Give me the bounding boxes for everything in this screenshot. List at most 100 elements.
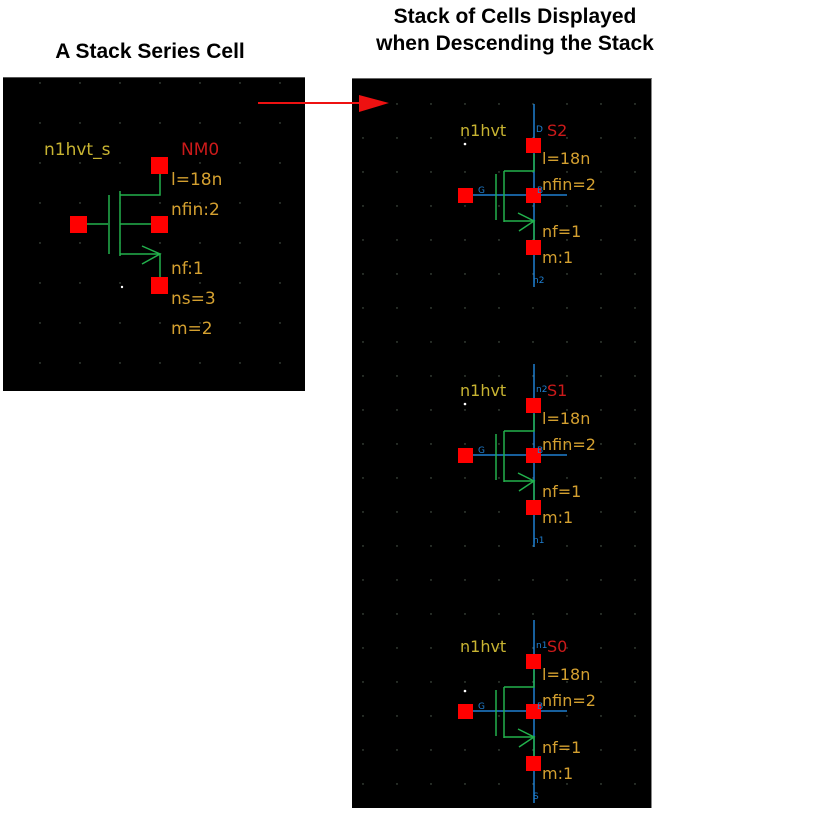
- bulk-pin[interactable]: [526, 188, 541, 203]
- grid-dot: [498, 239, 500, 241]
- grid-dot: [566, 409, 568, 411]
- grid-dot: [464, 137, 466, 139]
- grid-dot: [566, 477, 568, 479]
- instance-name-label: S0: [547, 637, 567, 656]
- grid-dot: [600, 749, 602, 751]
- param-length: l=18n: [542, 149, 590, 168]
- grid-dot: [239, 82, 241, 84]
- drain-pin[interactable]: [526, 398, 541, 413]
- grid-dot: [362, 341, 364, 343]
- grid-dot: [634, 681, 636, 683]
- grid-dot: [279, 202, 281, 204]
- grid-dot: [79, 202, 81, 204]
- source-pin[interactable]: [526, 240, 541, 255]
- source-pin[interactable]: [151, 277, 168, 294]
- grid-dot: [396, 171, 398, 173]
- param-nf: nf=1: [542, 222, 581, 241]
- grid-dot: [279, 362, 281, 364]
- grid-dot: [566, 443, 568, 445]
- grid-dot: [532, 307, 534, 309]
- grid-dot: [39, 122, 41, 124]
- grid-dot: [362, 477, 364, 479]
- gate-pin[interactable]: [70, 216, 87, 233]
- grid-dot: [600, 477, 602, 479]
- grid-dot: [600, 307, 602, 309]
- grid-dot: [362, 613, 364, 615]
- grid-dot: [396, 647, 398, 649]
- grid-dot: [498, 579, 500, 581]
- grid-dot: [600, 137, 602, 139]
- bulk-pin[interactable]: [151, 216, 168, 233]
- grid-dot: [396, 103, 398, 105]
- grid-dot: [239, 242, 241, 244]
- grid-dot: [396, 341, 398, 343]
- grid-dot: [600, 171, 602, 173]
- grid-dot: [566, 171, 568, 173]
- grid-dot: [430, 783, 432, 785]
- grid-dot: [396, 749, 398, 751]
- grid-dot: [159, 242, 161, 244]
- grid-dot: [396, 239, 398, 241]
- drain-pin[interactable]: [526, 654, 541, 669]
- stack-cells-heading-line2: when Descending the Stack: [376, 32, 654, 55]
- grid-dot: [119, 122, 121, 124]
- grid-dot: [362, 783, 364, 785]
- grid-dot: [362, 715, 364, 717]
- bulk-pin[interactable]: [526, 448, 541, 463]
- grid-dot: [39, 242, 41, 244]
- grid-dot: [634, 103, 636, 105]
- grid-dot: [566, 613, 568, 615]
- grid-dot: [430, 273, 432, 275]
- stack-cells-heading-line1: Stack of Cells Displayed: [393, 5, 637, 28]
- grid-dot: [498, 103, 500, 105]
- gate-pin[interactable]: [458, 704, 473, 719]
- grid-dot: [566, 783, 568, 785]
- drain-pin[interactable]: [151, 157, 168, 174]
- grid-dot: [199, 122, 201, 124]
- gate-net-label: G: [478, 186, 485, 196]
- grid-dot: [279, 82, 281, 84]
- param-length: l=18n: [171, 170, 222, 190]
- source-pin[interactable]: [526, 500, 541, 515]
- grid-dot: [464, 341, 466, 343]
- grid-dot: [600, 273, 602, 275]
- grid-dot: [634, 477, 636, 479]
- grid-dot: [498, 307, 500, 309]
- drain-wire: [504, 414, 535, 432]
- grid-dot: [498, 273, 500, 275]
- grid-dot: [396, 681, 398, 683]
- source-pin[interactable]: [526, 756, 541, 771]
- grid-dot: [430, 545, 432, 547]
- grid-dot: [239, 122, 241, 124]
- top-net-label: D: [536, 125, 543, 135]
- instance-name-label: S1: [547, 381, 567, 400]
- gate-pin[interactable]: [458, 448, 473, 463]
- grid-dot: [430, 375, 432, 377]
- grid-dot: [498, 137, 500, 139]
- grid-dot: [239, 202, 241, 204]
- grid-dot: [199, 242, 201, 244]
- grid-dot: [566, 579, 568, 581]
- grid-dot: [396, 443, 398, 445]
- grid-dot: [396, 783, 398, 785]
- grid-dot: [566, 137, 568, 139]
- grid-dot: [430, 443, 432, 445]
- grid-dot: [600, 239, 602, 241]
- grid-dot: [159, 82, 161, 84]
- gate-pin[interactable]: [458, 188, 473, 203]
- drain-wire: [504, 670, 535, 688]
- bulk-pin[interactable]: [526, 704, 541, 719]
- grid-dot: [634, 307, 636, 309]
- series-transistor-symbol: [70, 157, 168, 294]
- param-length: l=18n: [542, 409, 590, 428]
- param-nfin: nfin=2: [542, 175, 596, 194]
- drain-pin[interactable]: [526, 138, 541, 153]
- param-nfin: nfin:2: [171, 200, 220, 220]
- param-m: m:1: [542, 248, 573, 267]
- grid-dot: [39, 82, 41, 84]
- grid-dot: [79, 122, 81, 124]
- grid-dot: [279, 242, 281, 244]
- grid-dot: [362, 205, 364, 207]
- grid-dot: [600, 341, 602, 343]
